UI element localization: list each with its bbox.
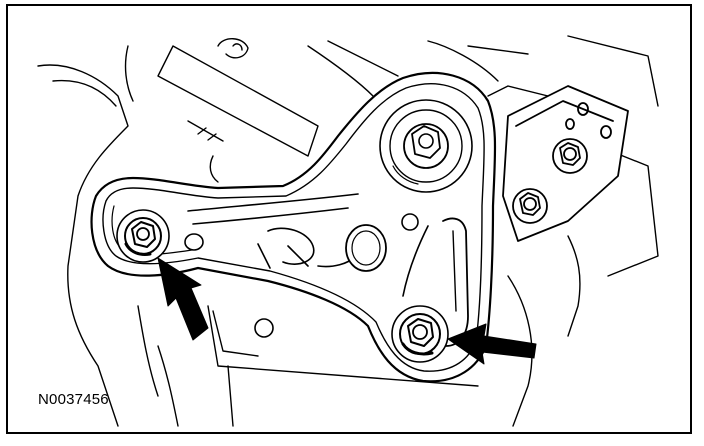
top-mount-nut (379, 99, 473, 193)
lower-right-bolt (512, 188, 548, 224)
figure-id-label: N0037456 (38, 391, 109, 408)
background-structure (37, 35, 659, 427)
bracket-illustration (37, 35, 659, 427)
diagram-frame: N0037456 (6, 4, 692, 434)
lower-bolt-arrow (447, 323, 537, 365)
left-bolt-arrow (157, 257, 209, 341)
left-mount-bolt (116, 209, 170, 263)
right-mount-plate (502, 85, 629, 242)
bracket-body (90, 71, 497, 383)
upper-right-bolt (552, 138, 588, 174)
lower-mount-bolt (391, 305, 449, 363)
